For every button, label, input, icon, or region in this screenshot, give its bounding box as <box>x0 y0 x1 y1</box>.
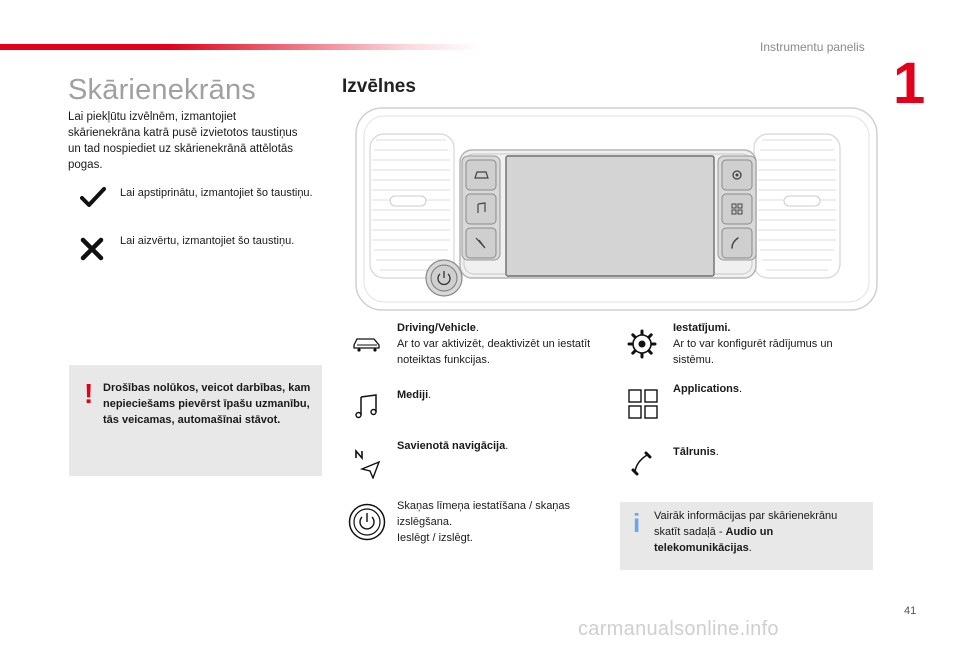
menu-media-text: Mediji. <box>397 387 597 403</box>
menu-navigation-text: Savienotā navigācija. <box>397 438 597 454</box>
section-title: Izvēlnes <box>342 76 416 97</box>
menu-media-title: Mediji <box>397 389 429 401</box>
menu-phone-text: Tālrunis. <box>673 444 873 460</box>
dashboard-illustration <box>355 107 878 311</box>
page-number: 41 <box>904 605 917 617</box>
header-title: Instrumentu panelis <box>760 40 865 54</box>
intro-text: Lai piekļūtu izvēlnēm, izmantojiet skāri… <box>68 111 298 171</box>
info-text-pre: Vairāk informācijas par skārienekrānu sk… <box>654 510 838 538</box>
menu-navigation-title: Savienotā navigācija <box>397 440 506 452</box>
menu-settings-desc: Ar to var konfigurēt rādījumus un sistēm… <box>673 338 833 366</box>
info-box <box>620 502 873 570</box>
gear-icon <box>627 329 657 359</box>
info-text-post: . <box>748 542 752 554</box>
warning-text: Drošības nolūkos, veicot darbības, kam n… <box>103 382 311 426</box>
music-note-icon <box>355 394 377 419</box>
menu-settings-text: Iestatījumi. Ar to var konfigurēt rādīju… <box>673 320 873 368</box>
cross-icon <box>80 237 104 261</box>
menu-media-suffix: . <box>428 389 432 401</box>
info-text-link: Audio un telekomunikācijas <box>654 526 774 554</box>
menu-applications-text: Applications. <box>673 381 873 397</box>
menu-driving-text: Driving/Vehicle. Ar to var aktivizēt, de… <box>397 320 597 368</box>
cancel-text: Lai aizvērtu, izmantojiet šo taustiņu. <box>120 235 295 247</box>
chapter-number: 1 <box>893 51 926 116</box>
info-icon: i <box>633 508 641 538</box>
menu-phone-suffix: . <box>715 446 719 458</box>
warning-icon: ! <box>84 378 94 409</box>
menu-applications-suffix: . <box>739 383 743 395</box>
info-text: Vairāk informācijas par skārienekrānu sk… <box>654 508 864 556</box>
navigation-icon <box>355 449 381 479</box>
phone-icon <box>631 451 652 476</box>
menu-volume-text: Skaņas līmeņa iestatīšana / skaņas izslē… <box>397 498 597 546</box>
car-icon <box>353 338 380 352</box>
warning-box <box>69 365 322 476</box>
menu-driving-suffix: . <box>475 322 479 334</box>
menu-driving-desc: Ar to var aktivizēt, deaktivizēt un iest… <box>397 338 591 366</box>
menu-driving-title: Driving/Vehicle <box>397 322 476 334</box>
menu-volume-line1: Skaņas līmeņa iestatīšana / skaņas izslē… <box>397 500 571 528</box>
menu-volume-line2: Ieslēgt / izslēgt. <box>397 532 473 544</box>
menu-navigation-suffix: . <box>505 440 509 452</box>
menu-phone-title: Tālrunis <box>673 446 716 458</box>
check-icon <box>80 187 106 207</box>
watermark: carmanualsonline.info <box>578 618 779 640</box>
menu-settings-title: Iestatījumi. <box>673 322 731 334</box>
apps-grid-icon <box>628 389 658 419</box>
page-title: Skārienekrāns <box>68 74 256 106</box>
power-knob-icon <box>348 503 386 541</box>
header-accent-bar <box>0 44 480 50</box>
menu-applications-title: Applications <box>673 383 740 395</box>
confirm-text: Lai apstiprinātu, izmantojiet šo taustiņ… <box>120 187 313 199</box>
